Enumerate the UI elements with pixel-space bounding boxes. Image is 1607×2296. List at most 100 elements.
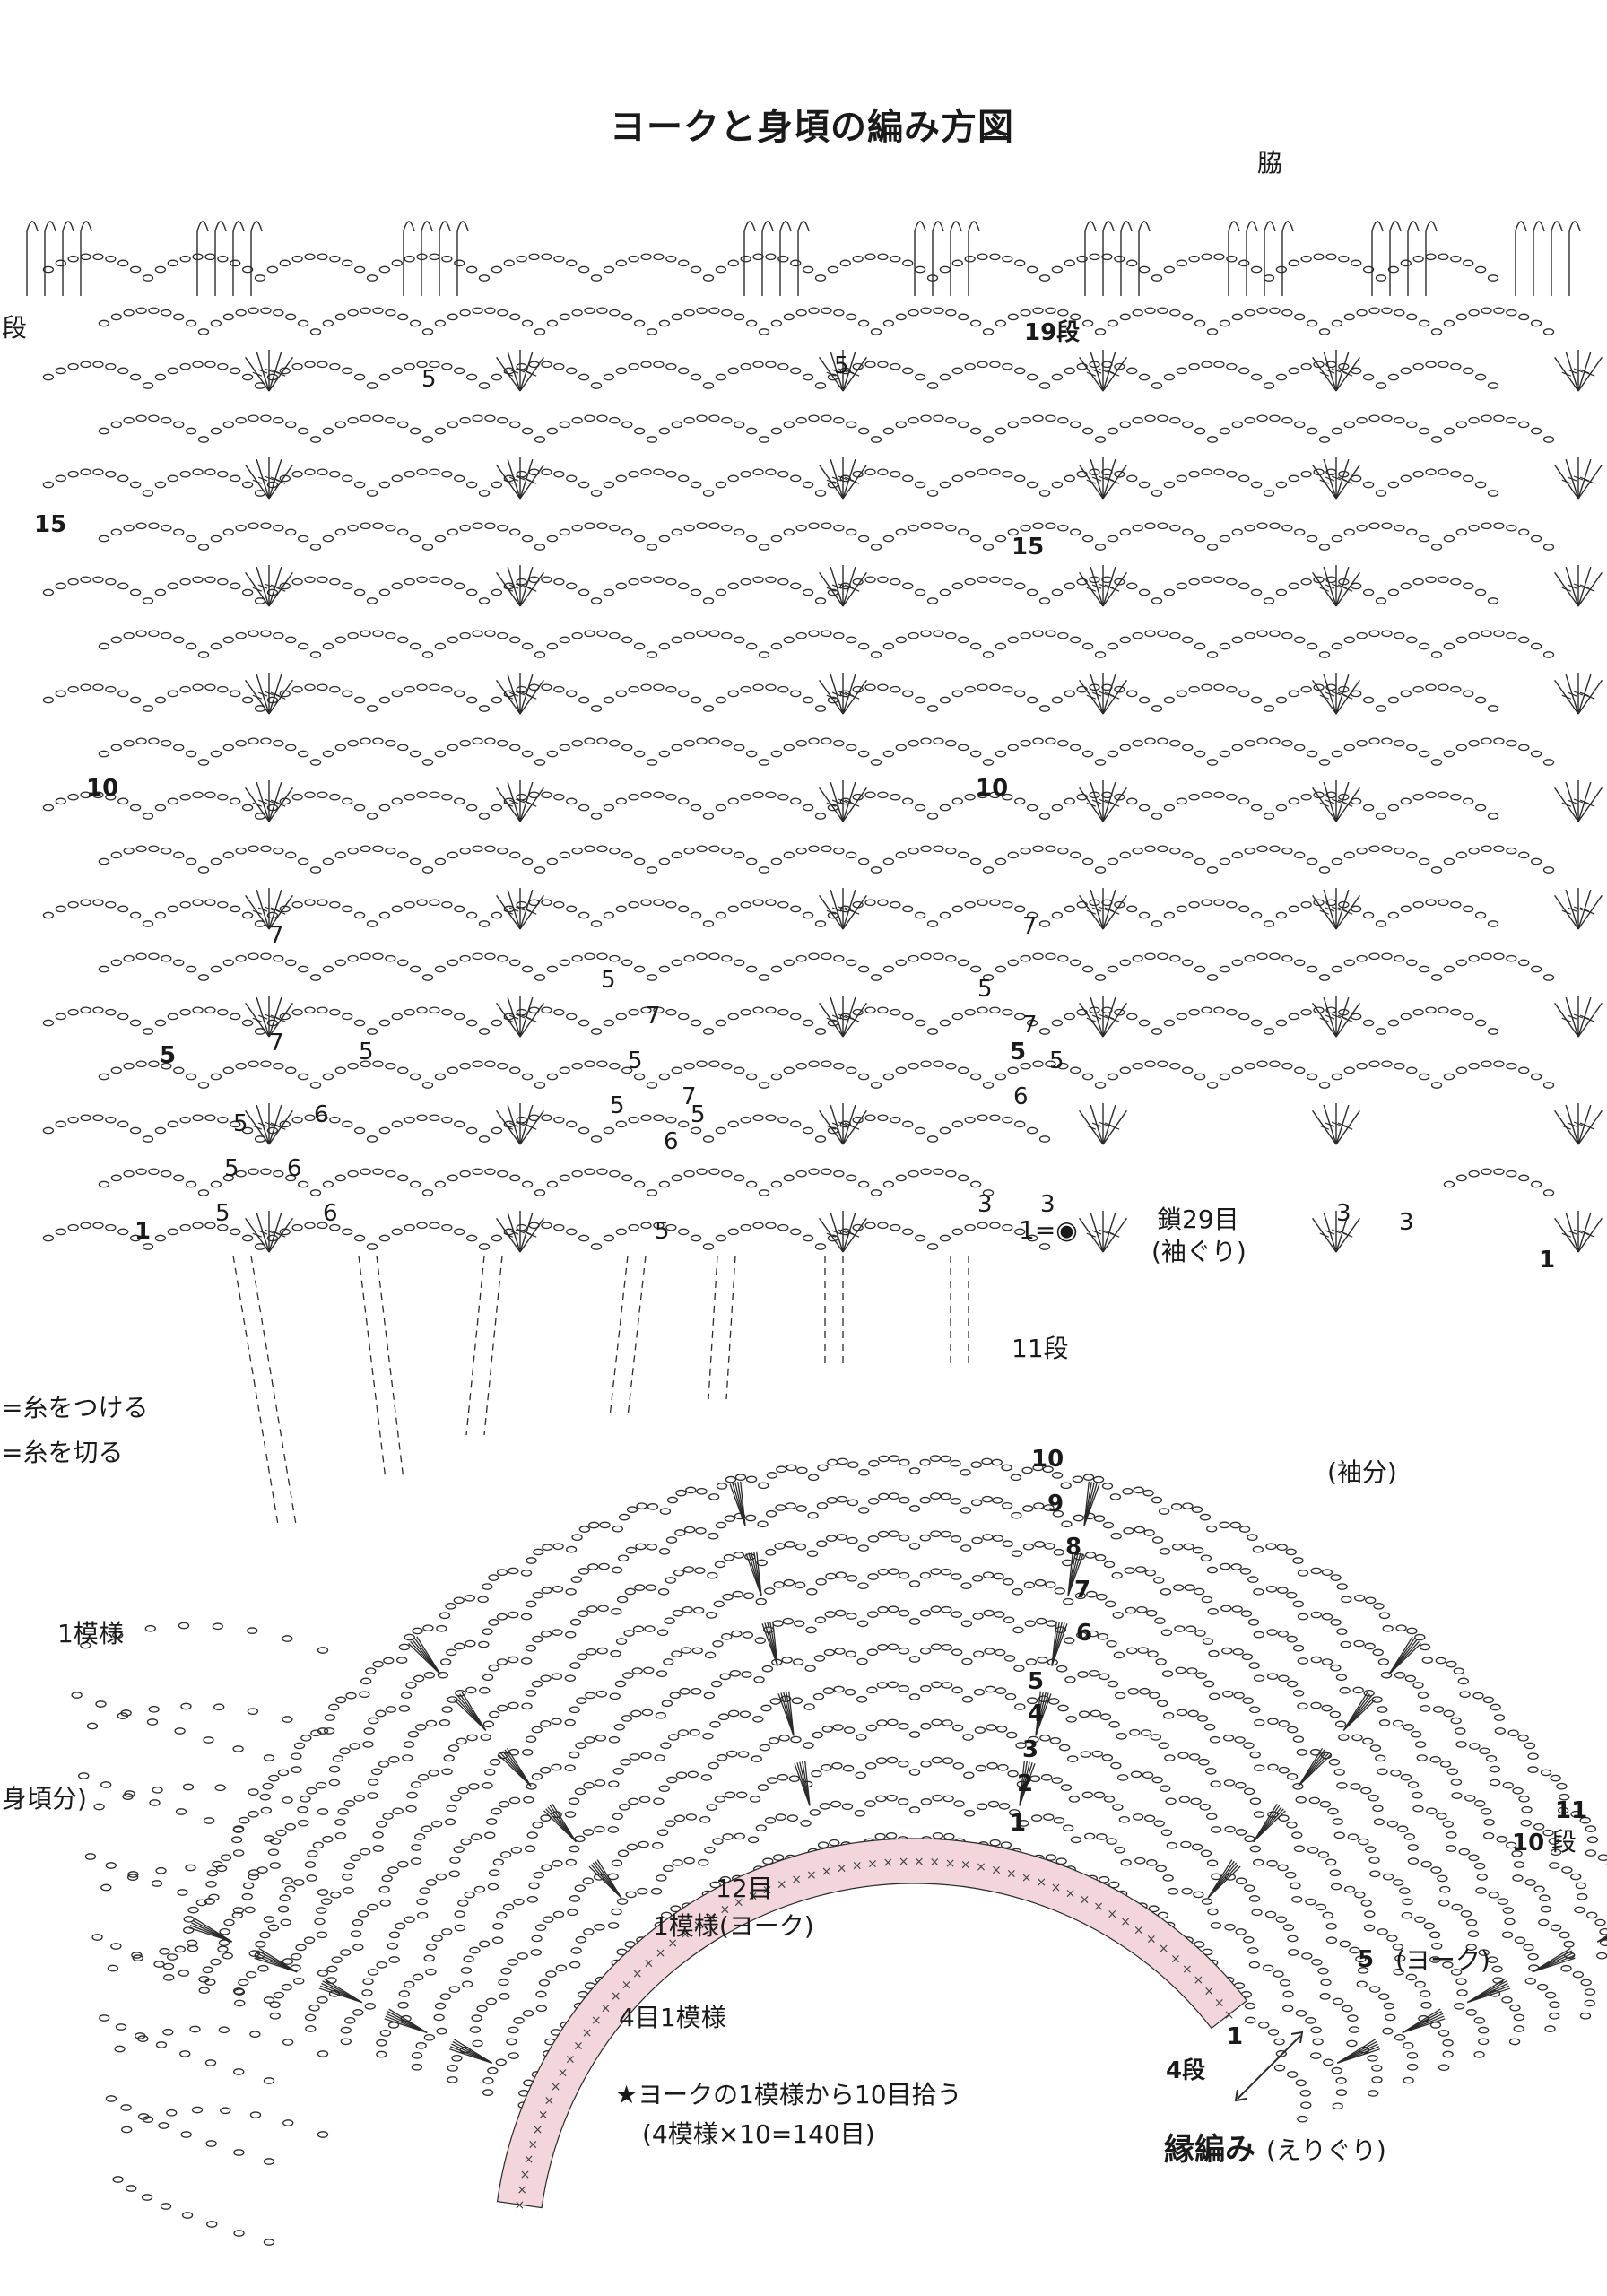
chain-stitch xyxy=(273,1170,284,1178)
chain-stitch xyxy=(416,791,428,799)
chain-stitch xyxy=(1279,1979,1291,1987)
dc-crossbar xyxy=(1573,1013,1584,1019)
chain-stitch xyxy=(528,253,540,261)
chain-stitch xyxy=(454,797,465,805)
chain-stitch xyxy=(596,1060,608,1068)
chain-stitch xyxy=(708,737,720,745)
chain-stitch xyxy=(1443,427,1455,435)
chain-stitch xyxy=(1074,1592,1087,1600)
dc-crossbar xyxy=(1086,1125,1097,1130)
chain-stitch xyxy=(263,1996,275,2004)
chain-stitch xyxy=(875,1795,887,1803)
chain-stitch xyxy=(833,1685,845,1693)
chain-stitch xyxy=(734,1174,745,1182)
chain-stitch xyxy=(603,1234,615,1242)
chain-stitch xyxy=(92,468,104,476)
chain-stitch xyxy=(914,804,926,812)
chain-stitch xyxy=(317,791,328,799)
chain-stitch xyxy=(291,578,303,586)
chain-stitch xyxy=(569,1618,582,1626)
chain-stitch xyxy=(1002,793,1013,801)
chain-stitch xyxy=(690,373,702,381)
chain-stitch xyxy=(1032,845,1044,853)
chain-stitch xyxy=(141,2194,153,2201)
chain-stitch xyxy=(1558,1806,1569,1814)
chain-stitch xyxy=(1394,847,1405,855)
chain-stitch xyxy=(758,328,770,335)
chain-stitch xyxy=(330,1891,342,1899)
chain-stitch xyxy=(486,1818,498,1825)
chain-stitch xyxy=(835,1571,847,1579)
guide-line xyxy=(465,1255,485,1436)
chain-stitch xyxy=(317,361,328,369)
chain-stitch xyxy=(129,1019,142,1027)
chain-stitch xyxy=(1437,1874,1448,1883)
chain-stitch xyxy=(148,630,160,638)
chain-stitch xyxy=(449,1857,461,1864)
chain-stitch xyxy=(260,737,272,745)
chain-stitch xyxy=(565,1858,577,1866)
chain-stitch xyxy=(570,1576,582,1583)
chain-stitch xyxy=(230,1013,241,1021)
stitch-count-label: 6 xyxy=(287,1155,302,1182)
chain-stitch xyxy=(740,255,751,263)
sc-cross: × xyxy=(527,2137,538,2152)
chain-stitch xyxy=(577,1653,588,1661)
chain-stitch xyxy=(1450,793,1462,801)
chain-stitch xyxy=(342,1228,353,1236)
chain-stitch xyxy=(1045,630,1056,638)
chain-stitch xyxy=(1450,578,1462,586)
chain-stitch xyxy=(267,1924,280,1932)
chain-stitch xyxy=(1524,1977,1536,1985)
chain-stitch xyxy=(908,1769,921,1776)
chain-stitch xyxy=(1207,1608,1219,1615)
chain-stitch xyxy=(640,468,652,476)
chain-stitch xyxy=(1002,1116,1013,1124)
chain-stitch xyxy=(1306,427,1318,435)
chain-stitch xyxy=(322,965,334,973)
chain-stitch xyxy=(1306,642,1318,650)
dc-crossbar xyxy=(1325,1230,1335,1235)
chain-stitch xyxy=(626,1506,638,1513)
dc-crossbar xyxy=(264,368,274,373)
chain-stitch xyxy=(1450,1008,1462,1016)
chain-stitch xyxy=(752,1222,764,1230)
dc-crossbar xyxy=(1091,584,1102,589)
chain-stitch xyxy=(482,1674,494,1682)
chain-stitch xyxy=(882,965,895,973)
chain-stitch xyxy=(1112,1612,1124,1619)
chain-stitch xyxy=(1119,421,1131,429)
dc-crossbar xyxy=(1098,691,1108,696)
chain-stitch xyxy=(993,1572,1004,1580)
chain-stitch xyxy=(864,791,876,799)
chain-stitch xyxy=(429,253,440,261)
chain-stitch xyxy=(1032,414,1044,422)
chain-stitch xyxy=(802,804,814,812)
chain-stitch xyxy=(1230,1563,1242,1570)
chain-stitch xyxy=(1045,1060,1056,1068)
chain-stitch xyxy=(1182,959,1194,967)
chain-stitch xyxy=(233,1988,246,1996)
chain-stitch xyxy=(1250,588,1263,596)
picot xyxy=(62,221,74,296)
chain-stitch xyxy=(167,582,178,590)
chain-stitch xyxy=(839,1120,851,1128)
dc-crossbar xyxy=(1342,1232,1353,1238)
chain-stitch xyxy=(964,793,976,801)
chain-stitch xyxy=(105,900,117,909)
chain-stitch xyxy=(674,1529,686,1536)
chain-stitch xyxy=(334,1174,346,1182)
chain-stitch xyxy=(496,1569,508,1577)
chain-stitch xyxy=(465,265,478,274)
chain-stitch xyxy=(553,1008,565,1016)
chain-stitch xyxy=(682,1566,695,1573)
chain-stitch xyxy=(870,1189,882,1196)
dc-crossbar xyxy=(503,802,514,807)
chain-stitch xyxy=(540,1674,552,1683)
chain-stitch xyxy=(1310,1701,1322,1709)
chain-stitch xyxy=(1138,1019,1151,1027)
chain-stitch xyxy=(1014,259,1026,267)
chain-stitch xyxy=(1159,1547,1171,1555)
chain-stitch xyxy=(353,1795,365,1802)
chain-stitch xyxy=(328,1765,341,1773)
